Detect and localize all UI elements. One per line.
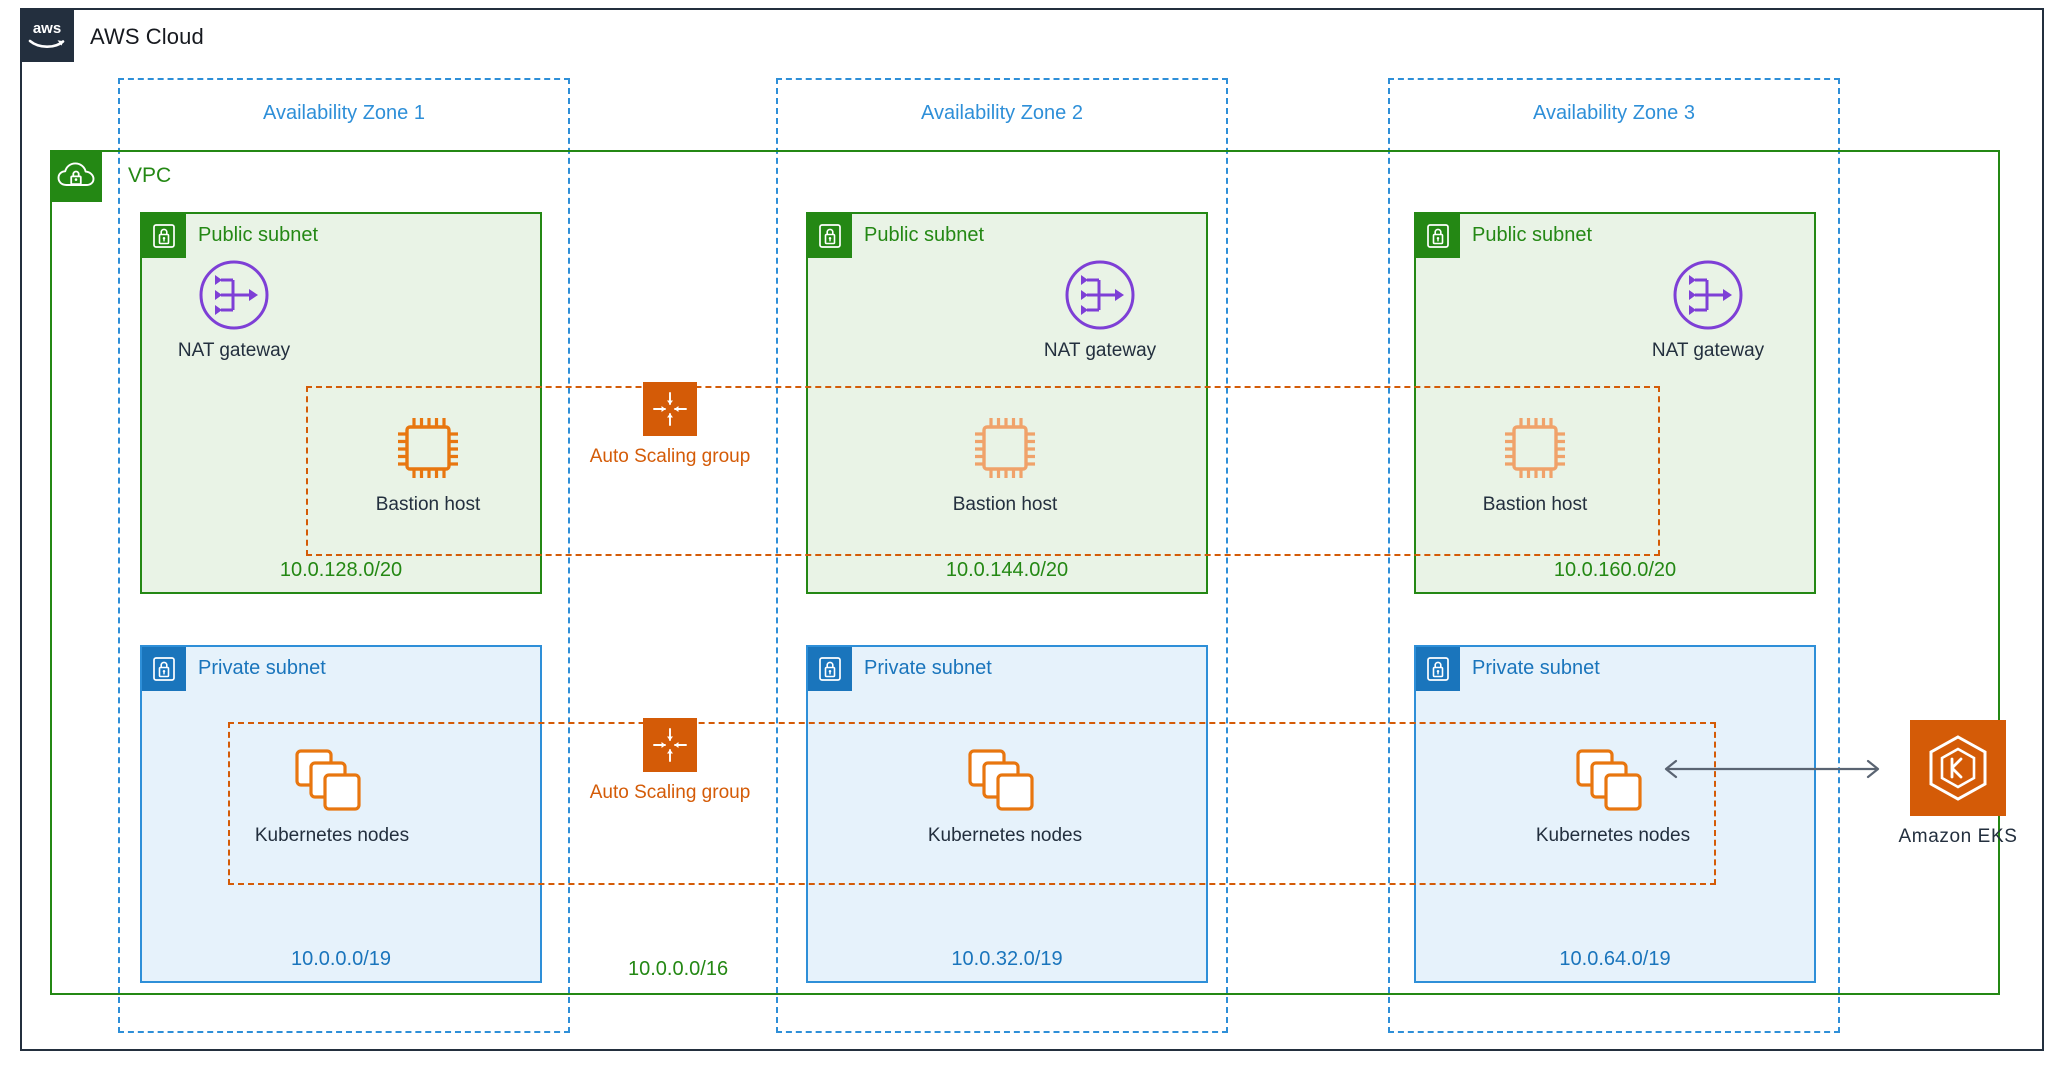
public-subnet-az2[interactable]: Public subnet 10.0.144.0/20 <box>806 212 1208 594</box>
kubernetes-nodes-az1[interactable]: Kubernetes nodes <box>232 745 432 847</box>
nat-gateway-az1-label: NAT gateway <box>177 340 291 361</box>
vpc-cidr-label: 10.0.0.0/16 <box>628 958 729 980</box>
aws-cloud-title: AWS Cloud <box>90 24 204 49</box>
nat-gateway-az2-label: NAT gateway <box>1043 340 1157 361</box>
private-subnet-az2[interactable]: Private subnet 10.0.32.0/19 <box>806 645 1208 983</box>
auto-scaling-group-public-marker[interactable]: Auto Scaling group <box>555 382 785 468</box>
vpc-title: VPC <box>128 164 172 187</box>
svg-text:aws: aws <box>33 20 61 37</box>
ec2-instance-icon <box>975 418 1035 478</box>
bastion-host-az1-label: Bastion host <box>375 494 481 515</box>
public-subnet-az1-title: Public subnet <box>198 224 319 246</box>
lock-icon <box>1416 214 1460 258</box>
public-subnet-az1-cidr: 10.0.128.0/20 <box>279 559 403 581</box>
kubernetes-nodes-az2-label: Kubernetes nodes <box>927 825 1083 846</box>
nat-gateway-icon <box>199 260 269 330</box>
kubernetes-nodes-icon <box>1576 749 1642 811</box>
kubernetes-nodes-az3-label: Kubernetes nodes <box>1535 825 1691 846</box>
nat-gateway-icon <box>1065 260 1135 330</box>
private-subnet-az1-cidr: 10.0.0.0/19 <box>290 948 392 970</box>
public-subnet-az2-cidr: 10.0.144.0/20 <box>945 559 1069 581</box>
lock-icon <box>1416 647 1460 691</box>
availability-zone-1-label: Availability Zone 1 <box>263 102 425 124</box>
kubernetes-nodes-icon <box>968 749 1034 811</box>
bastion-host-az1[interactable]: Bastion host <box>328 410 528 516</box>
lock-icon <box>808 214 852 258</box>
public-subnet-az3[interactable]: Public subnet 10.0.160.0/20 <box>1414 212 1816 594</box>
kubernetes-nodes-icon <box>295 749 361 811</box>
lock-icon <box>142 214 186 258</box>
aws-logo-icon: aws <box>20 8 74 62</box>
public-subnet-az3-title: Public subnet <box>1472 224 1593 246</box>
nat-gateway-az2[interactable]: NAT gateway <box>1000 258 1200 362</box>
eks-to-kubernetes-nodes-connector <box>1656 758 1888 780</box>
bastion-host-az3-label: Bastion host <box>1482 494 1588 515</box>
private-subnet-az3[interactable]: Private subnet 10.0.64.0/19 <box>1414 645 1816 983</box>
kubernetes-nodes-az3[interactable]: Kubernetes nodes <box>1513 745 1713 847</box>
amazon-eks-icon <box>1910 720 2006 816</box>
private-subnet-az3-title: Private subnet <box>1472 657 1600 679</box>
private-subnet-az2-cidr: 10.0.32.0/19 <box>951 948 1063 970</box>
vpc-cloud-lock-icon <box>50 150 102 202</box>
ec2-instance-icon <box>1505 418 1565 478</box>
private-subnet-az2-title: Private subnet <box>864 657 992 679</box>
auto-scaling-group-private-marker[interactable]: Auto Scaling group <box>555 718 785 804</box>
auto-scaling-icon <box>643 382 697 436</box>
lock-icon <box>808 647 852 691</box>
public-subnet-az2-title: Public subnet <box>864 224 985 246</box>
ec2-instance-icon <box>398 418 458 478</box>
private-subnet-az1[interactable]: Private subnet 10.0.0.0/19 <box>140 645 542 983</box>
bastion-host-az2-label: Bastion host <box>952 494 1058 515</box>
availability-zone-2-label: Availability Zone 2 <box>921 102 1083 124</box>
auto-scaling-group-private-label: Auto Scaling group <box>589 782 751 803</box>
nat-gateway-icon <box>1673 260 1743 330</box>
private-subnet-az1-title: Private subnet <box>198 657 326 679</box>
vpc-boundary <box>50 150 2000 995</box>
private-subnet-az3-cidr: 10.0.64.0/19 <box>1559 948 1671 970</box>
lock-icon <box>142 647 186 691</box>
kubernetes-nodes-az1-label: Kubernetes nodes <box>254 825 410 846</box>
nat-gateway-az3[interactable]: NAT gateway <box>1608 258 1808 362</box>
bastion-host-az3[interactable]: Bastion host <box>1435 410 1635 516</box>
amazon-eks-service[interactable]: Amazon EKS <box>1878 720 2038 848</box>
nat-gateway-az1[interactable]: NAT gateway <box>134 258 334 362</box>
kubernetes-nodes-az2[interactable]: Kubernetes nodes <box>905 745 1105 847</box>
public-subnet-az3-cidr: 10.0.160.0/20 <box>1553 559 1677 581</box>
amazon-eks-label: Amazon EKS <box>1898 826 2018 847</box>
auto-scaling-icon <box>643 718 697 772</box>
nat-gateway-az3-label: NAT gateway <box>1651 340 1765 361</box>
bastion-host-az2[interactable]: Bastion host <box>905 410 1105 516</box>
auto-scaling-group-public-label: Auto Scaling group <box>589 446 751 467</box>
availability-zone-3-label: Availability Zone 3 <box>1533 102 1695 124</box>
